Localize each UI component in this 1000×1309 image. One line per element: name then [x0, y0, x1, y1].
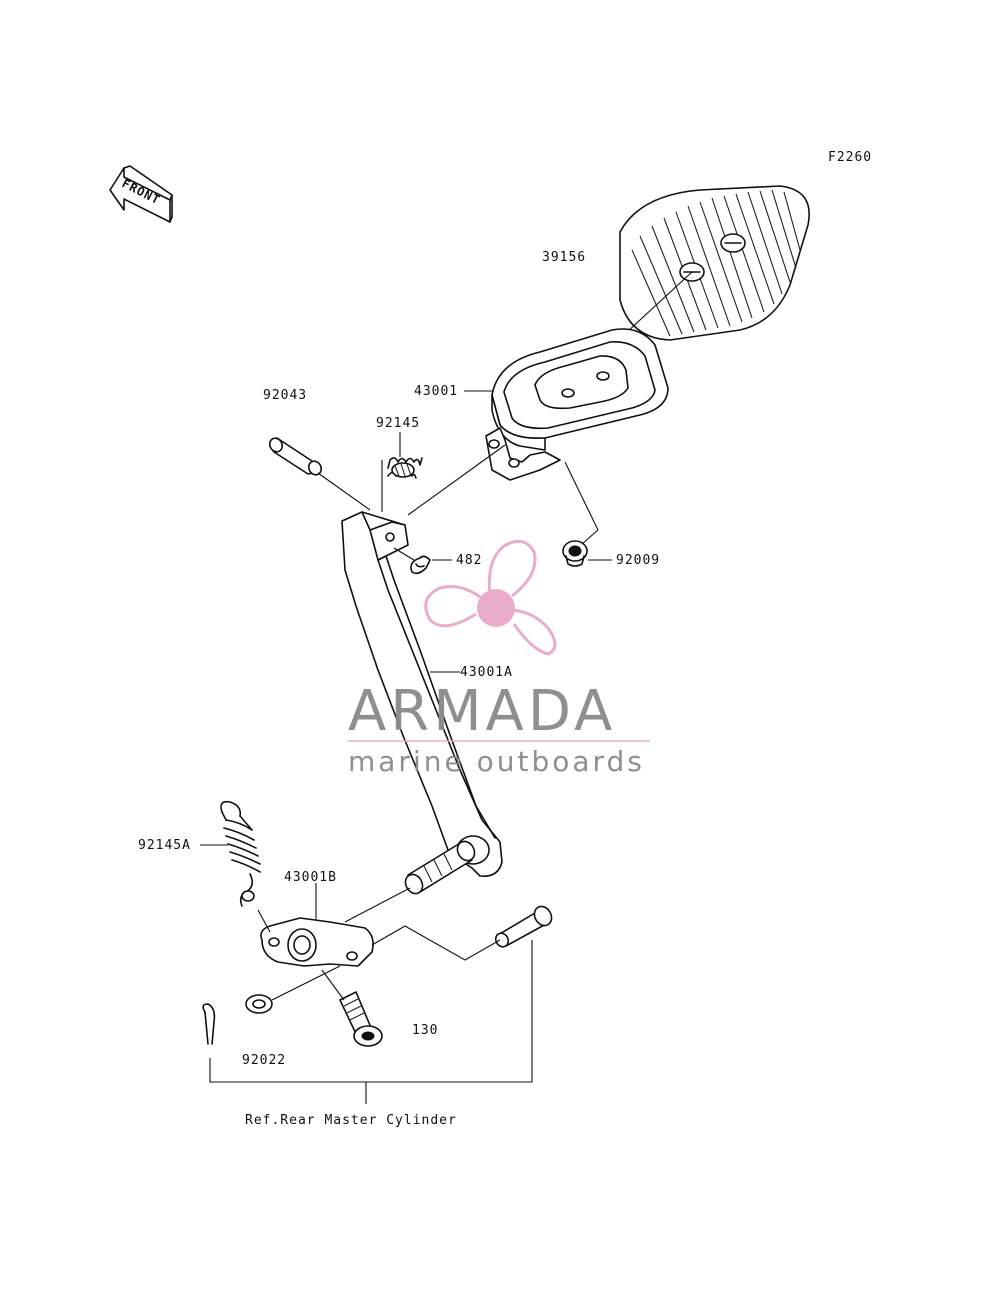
lever-43001b	[260, 917, 374, 967]
watermark-brand: ARMADA	[348, 679, 616, 744]
label-92009: 92009	[616, 553, 660, 568]
label-482: 482	[456, 553, 482, 568]
pedal-43001	[485, 328, 669, 481]
spring-92145	[387, 457, 423, 479]
washer	[245, 994, 273, 1014]
label-92022: 92022	[242, 1053, 286, 1068]
label-92043: 92043	[263, 388, 307, 403]
armada-watermark-logo: ARMADA marine outboards	[348, 539, 650, 778]
label-130: 130	[412, 1023, 438, 1038]
pedal-pad-39156	[619, 185, 810, 341]
label-92145a: 92145A	[138, 838, 191, 853]
bumper-92009	[562, 540, 588, 567]
front-direction-icon: FRONT	[109, 165, 173, 223]
bolt-130	[339, 991, 383, 1047]
clevis-pin	[494, 905, 553, 948]
label-39156: 39156	[542, 250, 586, 265]
cotter-pin-92022	[202, 1003, 216, 1045]
label-43001a: 43001A	[460, 665, 513, 680]
reference-note: Ref.Rear Master Cylinder	[245, 1113, 457, 1128]
reference-bracket	[209, 940, 533, 1083]
pin-92043	[268, 437, 323, 476]
figure-code: F2260	[828, 150, 872, 165]
bushing	[404, 840, 476, 895]
label-92145: 92145	[376, 416, 420, 431]
spring-92145a	[220, 800, 261, 907]
watermark-tagline: marine outboards	[348, 745, 645, 778]
clip-482	[410, 555, 431, 575]
label-43001b: 43001B	[284, 870, 337, 885]
label-43001: 43001	[414, 384, 458, 399]
